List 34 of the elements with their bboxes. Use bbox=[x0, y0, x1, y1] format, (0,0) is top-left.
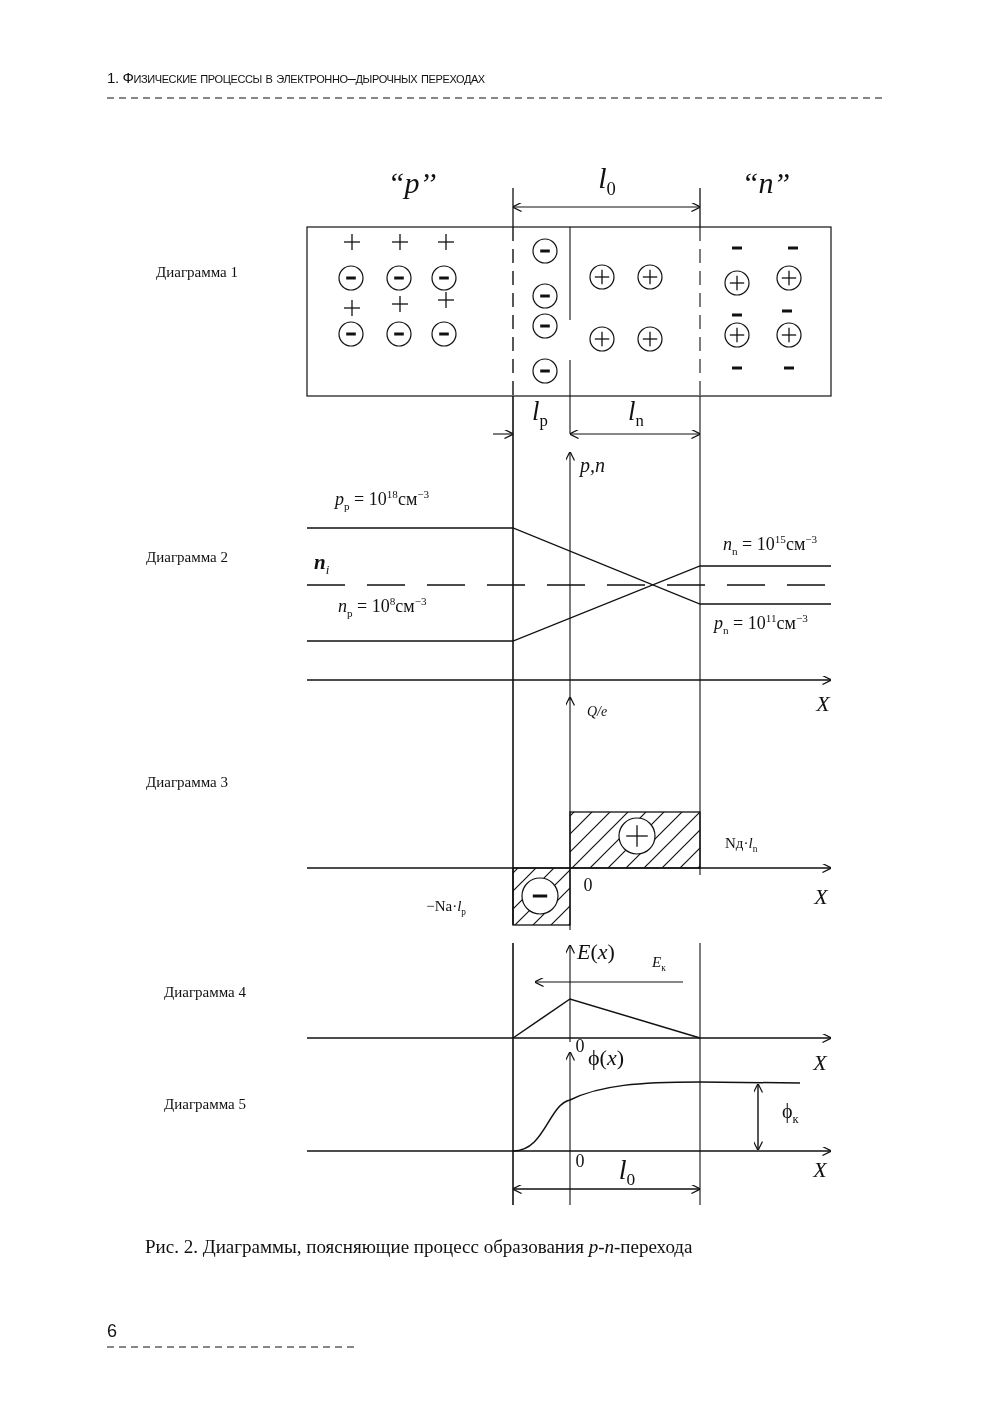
region-label: “n” bbox=[741, 165, 791, 199]
axis-label: X bbox=[814, 884, 828, 910]
dimension-label: l$_{0}$ bbox=[618, 1154, 636, 1190]
page-number: 6 bbox=[107, 1322, 117, 1342]
diagram-label: Диаграмма 4 bbox=[164, 983, 247, 1001]
potential-label: ϕ$_{к}$ bbox=[782, 1099, 799, 1127]
diagram-label: Диаграмма 5 bbox=[164, 1095, 247, 1113]
charge-label: Nд·l$_{n}$ bbox=[725, 835, 758, 855]
concentration-label: n$_{n}$ = 10$^{15}$см$^{−3}$ bbox=[723, 533, 818, 557]
axis-label: E(x) bbox=[577, 939, 615, 965]
origin-label: 0 bbox=[575, 1037, 585, 1057]
axis-label: X bbox=[816, 691, 830, 717]
diagram-label: Диаграмма 3 bbox=[146, 773, 229, 791]
concentration-label: p$_{p}$ = 10$^{18}$см$^{−3}$ bbox=[335, 488, 430, 512]
dimension-label: l$_{p}$ bbox=[532, 397, 548, 431]
level-label: n$_{i}$ bbox=[314, 550, 330, 578]
dimension-label: l$_{0}$ bbox=[598, 160, 616, 200]
region-label: “p’’ bbox=[387, 165, 437, 199]
figure-caption: Рис. 2. Диаграммы, поясняющие процесс образования p-n-перехода bbox=[145, 1236, 693, 1258]
diagram-label: Диаграмма 1 bbox=[156, 263, 239, 281]
running-header: 1. Физические процессы в электронно–дырочных переходах bbox=[107, 69, 485, 87]
origin-label: 0 bbox=[575, 1152, 585, 1172]
charge-label: −Nа·l$_{p}$ bbox=[426, 898, 466, 918]
diagram-label: Диаграмма 2 bbox=[146, 548, 229, 566]
axis-label: ϕ(x) bbox=[588, 1045, 624, 1071]
axis-label: X bbox=[813, 1050, 827, 1076]
concentration-label: n$_{p}$ = 10$^{8}$см$^{−3}$ bbox=[338, 595, 427, 619]
concentration-label: p$_{n}$ = 10$^{11}$см$^{−3}$ bbox=[714, 612, 808, 636]
axis-label: p,n bbox=[580, 454, 605, 476]
axis-label: X bbox=[813, 1157, 827, 1183]
axis-label: Q/e bbox=[587, 704, 608, 720]
dimension-label: l$_{n}$ bbox=[628, 397, 644, 431]
field-label: E$_{к}$ bbox=[652, 954, 666, 974]
origin-label: 0 bbox=[583, 876, 593, 896]
